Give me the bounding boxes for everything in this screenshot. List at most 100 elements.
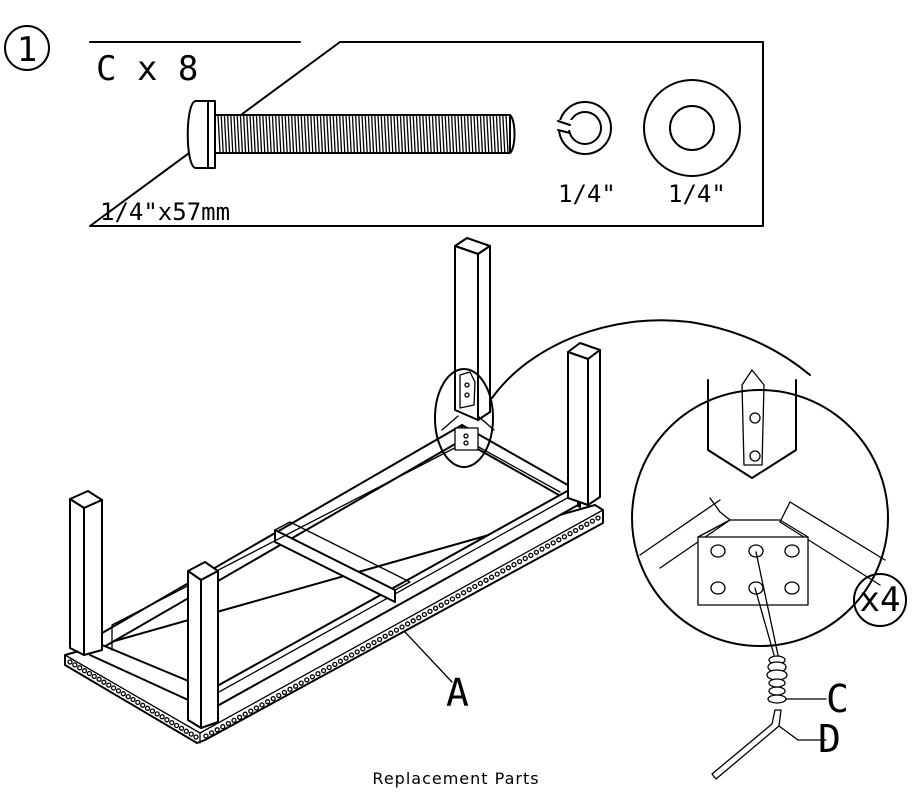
rivet bbox=[432, 605, 439, 611]
rivet bbox=[81, 668, 88, 674]
rivet bbox=[528, 552, 534, 559]
rivet bbox=[376, 636, 383, 643]
rivet bbox=[410, 618, 416, 624]
rivet bbox=[315, 671, 321, 677]
detail-zoom: x4 C D bbox=[434, 319, 907, 780]
rivet bbox=[427, 608, 433, 615]
rivet bbox=[115, 688, 122, 694]
rivet bbox=[539, 546, 545, 552]
rivet bbox=[488, 574, 495, 580]
rivet bbox=[494, 571, 500, 577]
bracket-hole bbox=[784, 544, 800, 558]
rivet bbox=[231, 717, 237, 724]
rivet bbox=[270, 695, 276, 702]
rivet bbox=[281, 689, 288, 696]
rivet bbox=[578, 524, 584, 530]
rivet bbox=[304, 677, 310, 683]
rivet bbox=[236, 714, 243, 720]
bracket-hole bbox=[710, 581, 726, 595]
rivet bbox=[337, 658, 344, 664]
rivet bbox=[466, 586, 472, 593]
rivet bbox=[404, 621, 411, 627]
flat-washer-size-label: 1/4" bbox=[668, 180, 726, 208]
rivet bbox=[516, 558, 523, 565]
hardware-box: C x 8 1/4"x57mm 1/4" 1/4" bbox=[89, 41, 764, 227]
rivet bbox=[154, 711, 160, 717]
rivet bbox=[595, 515, 601, 521]
rivet bbox=[511, 562, 517, 568]
rivet bbox=[365, 643, 372, 649]
rivet bbox=[164, 717, 170, 723]
rivet bbox=[477, 580, 484, 587]
callout-a: A bbox=[446, 671, 469, 715]
rivet bbox=[135, 699, 141, 706]
rivet bbox=[399, 624, 405, 630]
rivet bbox=[550, 540, 556, 546]
rivet bbox=[444, 599, 450, 605]
bracket-hole bbox=[784, 581, 800, 595]
footer-caption: Replacement Parts bbox=[372, 769, 539, 788]
rivet bbox=[264, 699, 271, 705]
rivet bbox=[544, 543, 551, 549]
rivet bbox=[220, 724, 226, 730]
rivet bbox=[589, 518, 596, 524]
rivet bbox=[276, 692, 282, 699]
rivet bbox=[584, 521, 590, 527]
bolt-stack-icon bbox=[766, 655, 788, 704]
rivet bbox=[72, 662, 78, 668]
rivet bbox=[522, 555, 528, 562]
rivet bbox=[449, 596, 456, 602]
bracket-holes bbox=[710, 544, 800, 595]
rivet bbox=[505, 565, 512, 571]
rivet bbox=[500, 568, 506, 574]
rivet bbox=[225, 720, 232, 727]
rivet bbox=[101, 679, 107, 685]
bench-leg bbox=[187, 561, 219, 729]
rivet bbox=[106, 682, 112, 688]
rivet bbox=[567, 530, 573, 537]
rivet bbox=[188, 731, 194, 737]
rivet bbox=[253, 705, 260, 711]
rivet bbox=[110, 685, 117, 691]
rivet bbox=[533, 549, 540, 555]
edge-rivets bbox=[67, 515, 601, 740]
rivet bbox=[120, 691, 126, 697]
rivet bbox=[130, 696, 136, 703]
rivet bbox=[292, 683, 299, 689]
rivet bbox=[416, 615, 422, 621]
rivet bbox=[173, 722, 180, 729]
rivet bbox=[248, 708, 254, 714]
rivet bbox=[332, 661, 338, 668]
rivet bbox=[360, 646, 366, 652]
rivet bbox=[208, 730, 215, 736]
rivet bbox=[393, 627, 400, 633]
rivet bbox=[309, 674, 316, 680]
bench-leg bbox=[567, 342, 601, 506]
rivet bbox=[140, 702, 146, 708]
rivet bbox=[472, 583, 478, 590]
rivet bbox=[67, 659, 73, 665]
lock-washer-icon bbox=[554, 101, 612, 155]
rivet bbox=[183, 728, 189, 734]
rivet bbox=[86, 670, 93, 677]
bracket-hole bbox=[748, 581, 764, 595]
rivet bbox=[320, 667, 327, 674]
rivet bbox=[159, 714, 165, 720]
rivet bbox=[354, 649, 360, 655]
bracket-hole bbox=[748, 544, 764, 558]
bolt-c-icon bbox=[186, 100, 516, 169]
rivet bbox=[77, 665, 83, 671]
rivet bbox=[438, 602, 444, 608]
bolt-size-label: 1/4"x57mm bbox=[100, 198, 230, 226]
rivet bbox=[483, 577, 489, 583]
rivet bbox=[169, 719, 175, 726]
rivet bbox=[242, 711, 248, 717]
rivet bbox=[144, 705, 151, 711]
rivet bbox=[193, 734, 199, 740]
rivet bbox=[371, 639, 377, 646]
rivet bbox=[96, 676, 102, 682]
bench-leg bbox=[69, 490, 103, 656]
corner-bracket bbox=[441, 371, 495, 451]
rivet bbox=[388, 630, 394, 636]
